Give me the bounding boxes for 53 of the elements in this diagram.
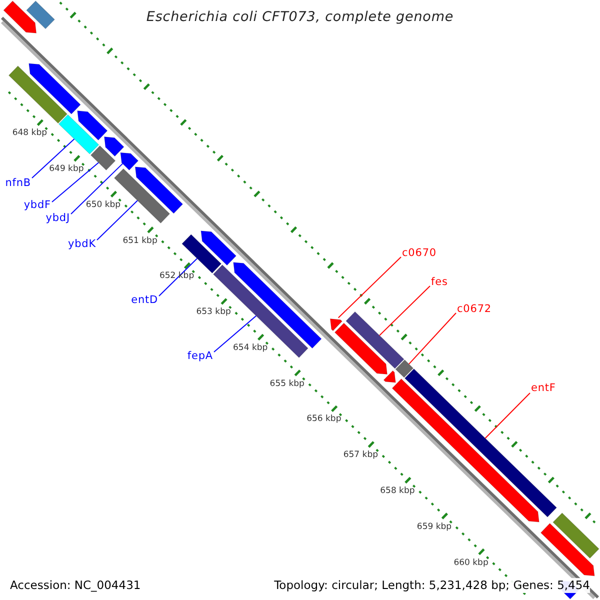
gene-bar xyxy=(26,0,56,30)
gene-bar xyxy=(346,311,404,369)
leader-line xyxy=(32,138,75,178)
gene-block xyxy=(28,63,81,114)
gene-block xyxy=(330,318,343,332)
scale-label: 652 kbp xyxy=(159,271,194,282)
leader-line xyxy=(379,286,430,336)
leader-line xyxy=(96,200,138,240)
gene-block xyxy=(120,152,139,171)
scale-label: 656 kbp xyxy=(306,414,342,424)
gene-label: fepA xyxy=(187,350,213,363)
gene-label: ybdF xyxy=(24,199,51,212)
gene-bar xyxy=(552,512,600,559)
gene-bar xyxy=(90,145,116,171)
gene-label: ybdJ xyxy=(46,212,70,225)
leader-line xyxy=(484,392,530,439)
leader-line xyxy=(70,163,124,214)
accession-text: Accession: NC_004431 xyxy=(10,578,141,593)
gene-block xyxy=(3,0,37,34)
gene-block xyxy=(77,110,108,141)
scale-label: 660 kbp xyxy=(454,558,488,568)
scale-label: 653 kbp xyxy=(196,307,231,318)
gene-label: entD xyxy=(131,294,158,307)
leader-line xyxy=(158,258,198,296)
scale-label: 649 kbp xyxy=(49,164,84,174)
gene-bar xyxy=(58,114,100,154)
gene-bar xyxy=(212,264,308,358)
gene-bar xyxy=(8,66,68,124)
scale-label: 655 kbp xyxy=(270,378,304,389)
gene-label: fes xyxy=(431,276,448,289)
gene-block xyxy=(540,522,595,576)
gene-label: nfnB xyxy=(5,177,31,190)
leader-line xyxy=(408,312,456,365)
gene-label: ybdK xyxy=(68,238,96,251)
gene-block xyxy=(134,166,184,214)
gene-label: entF xyxy=(531,382,556,395)
leader-line xyxy=(338,256,402,318)
leader-line xyxy=(52,162,100,202)
scale-label: 650 kbp xyxy=(86,200,121,210)
gene-label: c0672 xyxy=(457,303,492,316)
gene-label: c0670 xyxy=(402,247,436,260)
gene-block xyxy=(104,136,124,157)
scale-label: 654 kbp xyxy=(233,342,268,353)
scale-label: 657 kbp xyxy=(343,450,378,460)
genome-info-text: Topology: circular; Length: 5,231,428 bp; Genes: 5,454 xyxy=(274,578,590,593)
gene-block xyxy=(334,322,388,375)
gene-block xyxy=(200,230,237,266)
scale-label: 648 kbp xyxy=(12,128,47,138)
diagram-title: Escherichia coli CFT073, complete genome xyxy=(146,9,454,25)
scale-label: 659 kbp xyxy=(416,522,452,532)
scale-label: 651 kbp xyxy=(122,236,158,246)
leader-line xyxy=(214,315,257,352)
scale-label: 658 kbp xyxy=(380,486,415,496)
